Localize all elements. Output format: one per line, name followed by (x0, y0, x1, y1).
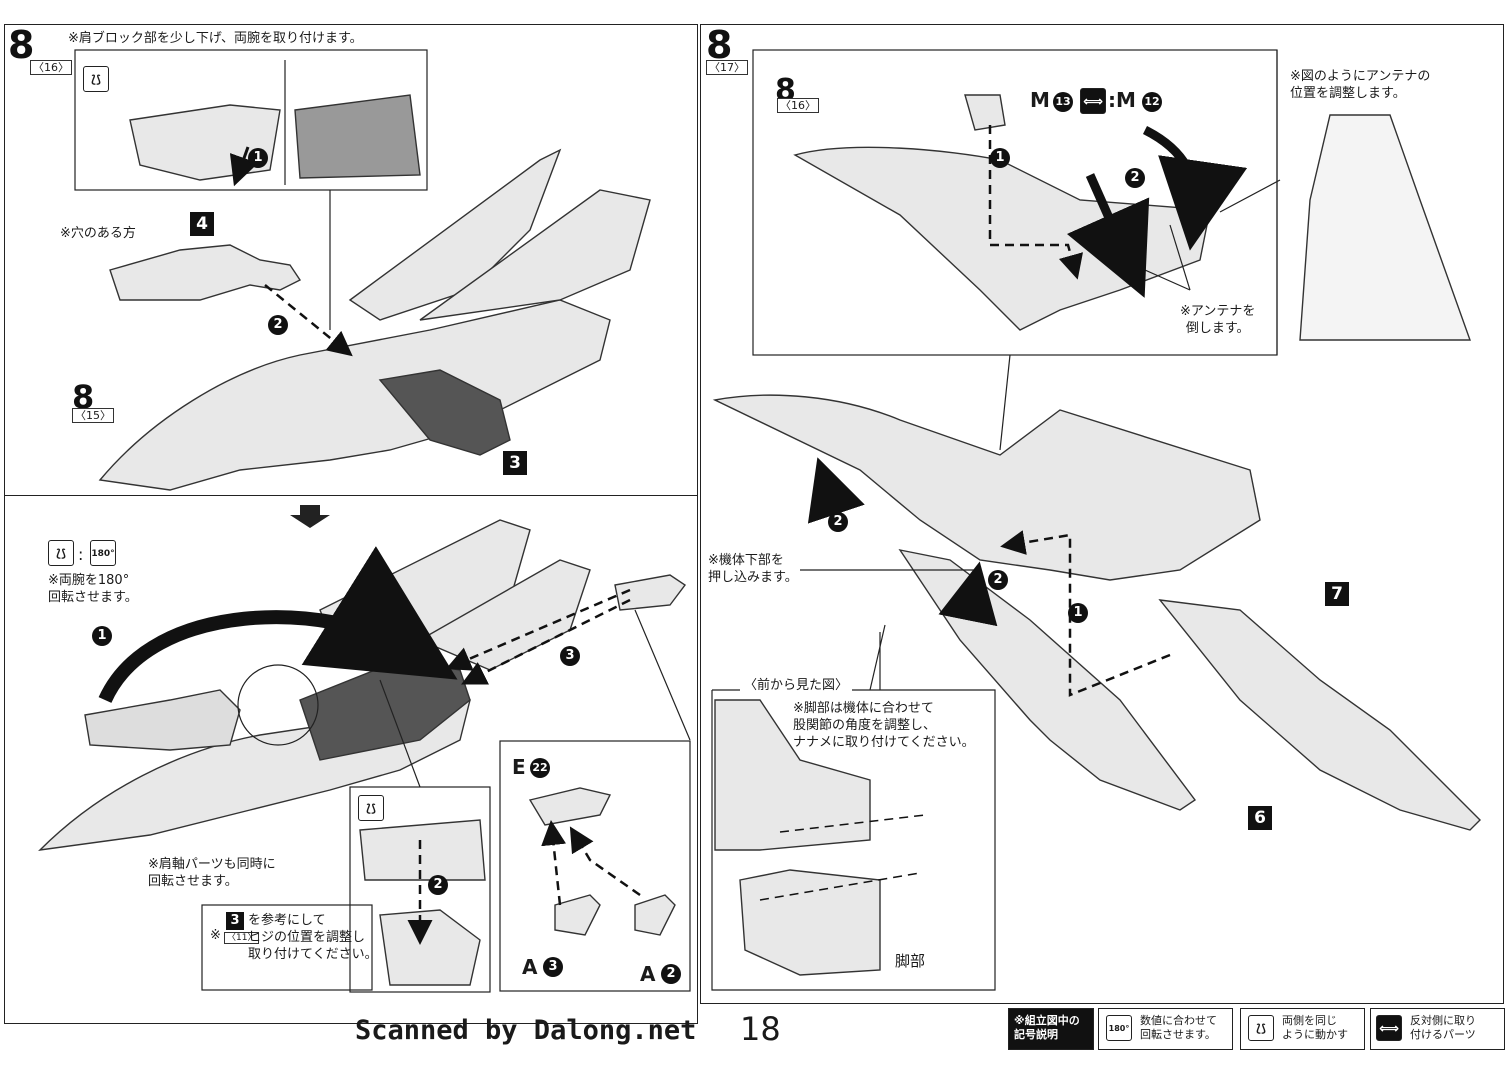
hand-part (614, 574, 687, 611)
bottom-arrow-3-label: 3 (560, 646, 580, 666)
scanned-by-text: Scanned by Dalong.net (355, 1015, 697, 1046)
bottom-arrow-1-label: 1 (92, 626, 112, 646)
hole-note: ※穴のある方 (60, 226, 136, 241)
body-step-number: 8 (72, 378, 95, 416)
part-m13-num: 13 (1053, 92, 1073, 112)
part-m13-label: M (1030, 88, 1050, 112)
part-a2 (634, 894, 676, 936)
fighter-body-top (98, 299, 611, 491)
arm-part-3 (378, 369, 511, 456)
rotate-note: ※両腕を180° 回転させます。 (48, 573, 138, 605)
left-top-step-ref: 〈16〉 (30, 60, 72, 75)
leg-6 (898, 548, 1197, 811)
antenna-adjust-note: ※図のようにアンテナの 位置を調整します。 (1290, 69, 1431, 101)
part-e-num: 22 (530, 758, 550, 778)
legend-title: ※組立図中の 記号説明 (1014, 1014, 1080, 1041)
sub-elbow-lower (379, 909, 481, 986)
symmetry-icon-2: ⟅⟆ (48, 540, 74, 566)
opposite-side-icon: ⟺ (1080, 88, 1106, 114)
arrow-1-label: 1 (248, 148, 268, 168)
part-7-badge: 7 (1325, 582, 1349, 606)
ref-sub-11: 〈11〉 (224, 932, 260, 944)
legend-rotate-icon: 180° (1106, 1015, 1132, 1041)
symmetry-icon-3: ⟅⟆ (358, 795, 384, 821)
page-number: 18 (740, 1010, 781, 1048)
step-down-arrow (290, 505, 330, 528)
legend-opposite-icon: ⟺ (1376, 1015, 1402, 1041)
left-divider (4, 495, 698, 496)
part-a2-label: A (640, 962, 656, 986)
body-step-ref: 〈15〉 (72, 408, 114, 423)
left-top-step-number: 8 (8, 23, 35, 67)
arm-part-4 (109, 244, 302, 301)
ref-badge-3: 3 (226, 912, 244, 930)
arrow-2-label: 2 (268, 315, 288, 335)
inset-arrow-1-label: 1 (990, 148, 1010, 168)
inset-fighter (793, 146, 1211, 331)
push-note: ※機体下部を 押し込みます。 (708, 553, 798, 585)
inset-detail-1 (129, 104, 281, 181)
front-view-body (714, 699, 871, 851)
part-a3 (554, 894, 601, 936)
part-m12-label: :M (1108, 88, 1136, 112)
arm-rotated (84, 689, 241, 751)
legend-symmetry-icon: ⟅⟆ (1248, 1015, 1274, 1041)
right-arrow-2b-label: 2 (988, 570, 1008, 590)
top-view (1299, 114, 1471, 341)
legend-title-box (1008, 1008, 1094, 1050)
front-view-leg (739, 869, 881, 976)
wing-top-2 (419, 189, 651, 321)
legend-1-text: 数値に合わせて 回転させます。 (1140, 1014, 1217, 1041)
right-arrow-1-label: 1 (1068, 603, 1088, 623)
part-3-badge: 3 (503, 451, 527, 475)
leg-7 (1158, 599, 1481, 831)
inset-arrow-2-label: 2 (1125, 168, 1145, 188)
part-a2-num: 2 (661, 964, 681, 984)
part-a3-num: 3 (543, 957, 563, 977)
leg-label: 脚部 (895, 952, 926, 970)
symmetry-icon: ⟅⟆ (83, 66, 109, 92)
sub-arrow-2-label: 2 (428, 875, 448, 895)
part-a3-label: A (522, 955, 538, 979)
part-m12-num: 12 (1142, 92, 1162, 112)
shoulder-note: ※肩軸パーツも同時に 回転させます。 (148, 857, 276, 889)
front-view-title: 〈前から見た図〉 (740, 677, 853, 694)
wing-top-1 (348, 148, 562, 321)
antenna-note: ※アンテナを 倒します。 (1180, 304, 1256, 336)
main-fighter-right (712, 394, 1261, 581)
sub-elbow (359, 819, 486, 881)
inset-step-ref: 〈16〉 (777, 98, 819, 113)
rotate-icon: 180° (90, 540, 116, 566)
hand-part-e22 (528, 787, 612, 826)
legend-3-text: 反対側に取り 付けるパーツ (1410, 1014, 1476, 1041)
right-arrow-2a-label: 2 (828, 512, 848, 532)
right-page-frame (700, 24, 1504, 1004)
right-step-ref: 〈17〉 (706, 60, 748, 75)
antenna-part-m13 (964, 94, 1006, 131)
adjust-elbow-note: を参考にして ヒジの位置を調整し 取り付けてください。 (248, 913, 378, 962)
right-step-number: 8 (706, 23, 733, 67)
legend-2-text: 両側を同じ ように動かす (1282, 1014, 1348, 1041)
part-4-badge: 4 (190, 212, 214, 236)
ref-asterisk: ※ (210, 928, 221, 943)
colon-sep: : (78, 545, 84, 564)
front-view-note: ※脚部は機体に合わせて 股関節の角度を調整し、 ナナメに取り付けてください。 (793, 701, 975, 750)
left-top-step-note: ※肩ブロック部を少し下げ、両腕を取り付けます。 (68, 31, 363, 46)
left-page-frame (4, 24, 698, 1024)
part-6-badge: 6 (1248, 806, 1272, 830)
inset-detail-2 (294, 94, 421, 179)
part-e-label: E (512, 755, 526, 779)
